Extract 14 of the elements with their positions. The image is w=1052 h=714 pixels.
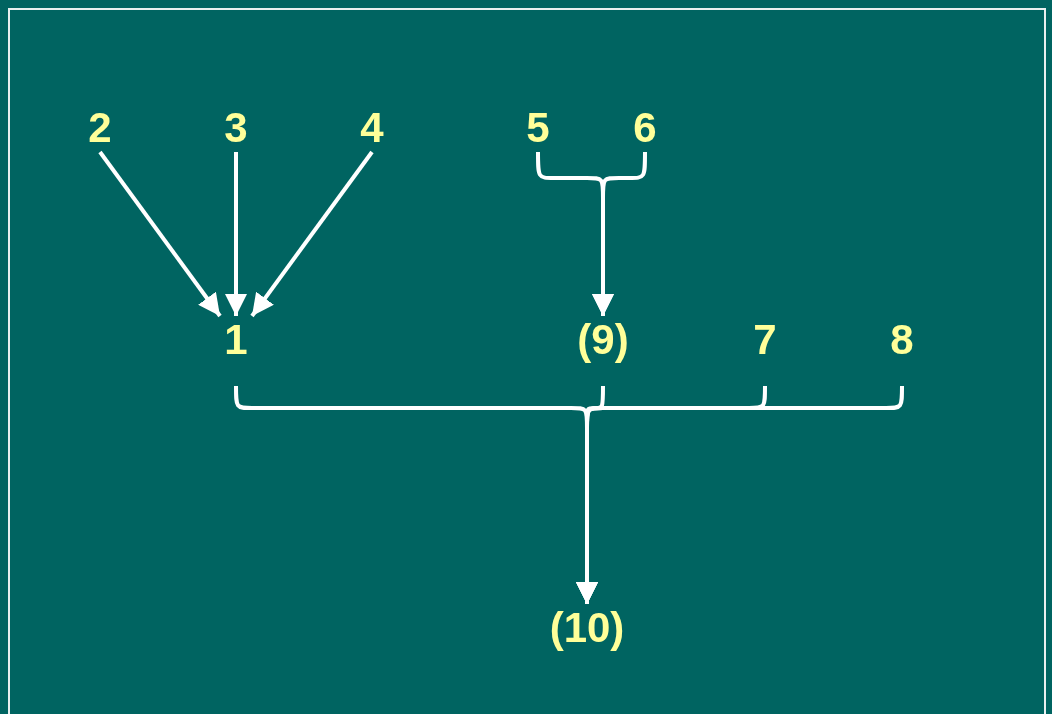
number-label: 6 <box>625 106 665 150</box>
number-label: (10) <box>537 606 637 654</box>
number-label: 3 <box>216 106 256 150</box>
number-label: 7 <box>745 318 785 384</box>
number-label: 8 <box>882 318 922 384</box>
arrow <box>225 152 247 316</box>
number-label: 2 <box>80 106 120 150</box>
number-label: (9) <box>563 318 643 384</box>
number-label: 4 <box>352 106 392 150</box>
number-label: 1 <box>206 318 266 384</box>
arrow <box>592 152 647 316</box>
arrow <box>250 150 374 318</box>
arrow <box>98 150 222 318</box>
number-label: 5 <box>518 106 558 150</box>
